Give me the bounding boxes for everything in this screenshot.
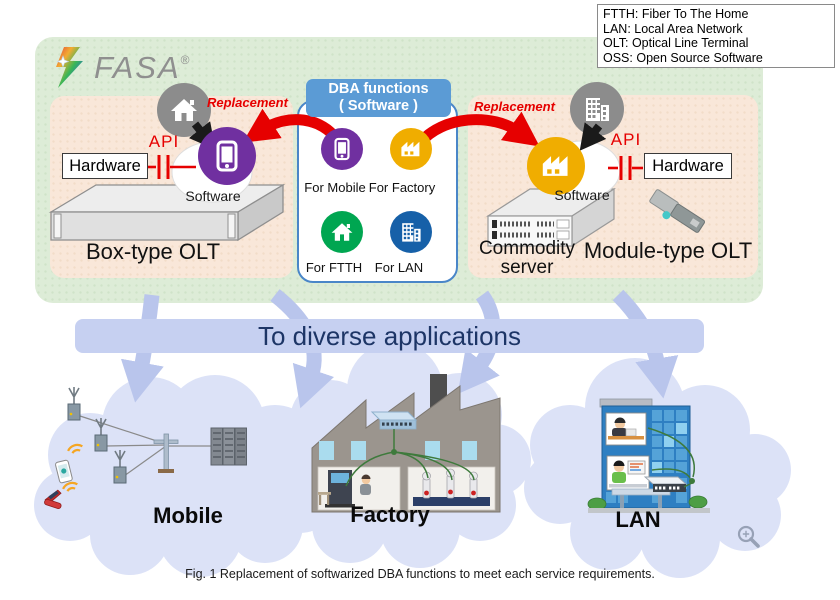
mobile-cloud-label: Mobile <box>153 503 223 528</box>
for-factory-label: For Factory <box>368 180 436 195</box>
hardware-box-right: Hardware <box>644 153 732 179</box>
box-type-olt-title: Box-type OLT <box>85 239 221 264</box>
lan-switch-table <box>611 488 671 508</box>
replacement-label-left: Replacement <box>207 95 288 110</box>
flip-phone-device <box>44 489 62 509</box>
lan-network-switch <box>643 476 688 492</box>
module-type-olt-title: Module-type OLT <box>583 238 753 263</box>
api-label-left: API <box>148 132 180 151</box>
software-label-left: Software <box>185 188 241 204</box>
hardware-box-left: Hardware <box>62 153 148 179</box>
fasa-logo-text: FASA® <box>94 50 192 85</box>
for-mobile-label: For Mobile <box>304 180 366 195</box>
lightning-bolt-icon <box>56 47 83 88</box>
legend-line-lan: LAN: Local Area Network <box>603 21 743 36</box>
legend-line-ftth: FTTH: Fiber To The Home <box>603 7 749 21</box>
zoom-in-icon[interactable] <box>737 525 760 548</box>
dba-functions-header: DBA functions ( Software ) <box>306 79 451 117</box>
smartphone-device <box>55 459 73 484</box>
lan-office-window-1 <box>605 412 647 446</box>
wifi-waves <box>62 443 83 492</box>
legend-line-oss: OSS: Open Source Software <box>603 50 763 65</box>
lan-cloud <box>524 358 791 578</box>
dba-title-line1: DBA functions <box>328 81 429 97</box>
factory-cloud <box>274 342 531 568</box>
lan-illustration <box>587 398 710 513</box>
registered-mark: ® <box>180 53 192 67</box>
fasa-logo: FASA® <box>52 46 192 90</box>
utility-pole <box>153 433 179 473</box>
abbreviation-legend: FTTH: Fiber To The Home LAN: Local Area … <box>597 4 835 69</box>
base-stations <box>67 387 127 484</box>
commodity-server-label-line2: server <box>500 257 554 278</box>
server-racks <box>210 427 247 466</box>
for-lan-label: For LAN <box>374 260 424 275</box>
replacement-label-right: Replacement <box>474 99 555 114</box>
factory-robot-arms <box>413 468 490 506</box>
api-label-right: API <box>610 130 642 149</box>
to-diverse-applications-banner: To diverse applications <box>75 319 704 353</box>
factory-network-switch <box>370 411 418 430</box>
legend-line-olt: OLT: Optical Line Terminal <box>603 36 749 51</box>
figure-caption: Fig. 1 Replacement of softwarized DBA fu… <box>185 567 655 581</box>
for-ftth-label: For FTTH <box>305 260 363 275</box>
banner-text: To diverse applications <box>257 321 522 351</box>
factory-cloud-label: Factory <box>350 502 430 527</box>
mobile-cloud <box>34 375 338 577</box>
factory-illustration <box>311 374 501 513</box>
dba-title-line2: ( Software ) <box>339 98 418 115</box>
software-label-right: Software <box>554 187 610 203</box>
lan-network-links <box>647 427 695 488</box>
lan-office-window-2 <box>606 455 650 491</box>
factory-network-links <box>345 429 475 487</box>
lan-cloud-label: LAN <box>615 507 661 532</box>
mobile-illustration <box>44 387 247 509</box>
